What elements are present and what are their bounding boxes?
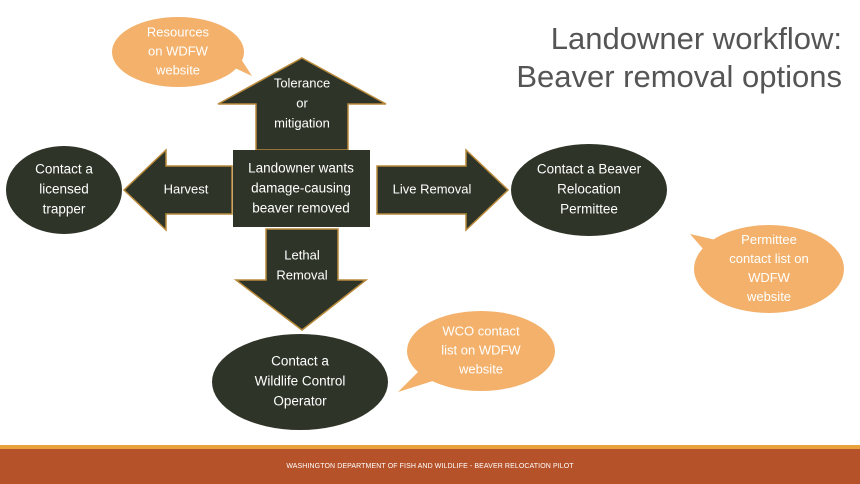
slide-title-line-1: Landowner workflow: <box>550 21 842 56</box>
arrow-up-label: Tolerance or mitigation <box>274 75 330 130</box>
callout-resources-text-line-3: website <box>155 62 200 77</box>
callout-resources-text: Resources on WDFW website <box>147 24 210 77</box>
outcome-trapper-shape <box>6 146 122 234</box>
callout-resources-text-line-1: Resources <box>147 24 210 39</box>
arrow-right-shape <box>376 148 510 232</box>
callout-wco-list-text-line-1: WCO contact <box>442 323 520 338</box>
center-box-text: Landowner wants damage-causing beaver remo… <box>248 161 354 216</box>
arrow-up-label-line-2: or <box>296 95 308 110</box>
callout-permittee-list-text-line-1: Permittee <box>741 232 797 247</box>
slide-title-line-2: Beaver removal options <box>516 59 842 94</box>
outcome-operator-text-line-1: Contact a <box>271 354 329 369</box>
arrow-left-label: Harvest <box>164 181 209 196</box>
outcome-trapper-text-line-2: licensed <box>39 182 89 197</box>
arrow-left-label-line-1: Harvest <box>164 181 209 196</box>
callout-wco-list-text: WCO contact list on WDFW website <box>441 323 521 376</box>
outcome-permittee-text-line-2: Relocation <box>557 182 621 197</box>
arrow-down-label-line-2: Removal <box>276 267 327 282</box>
center-box: Landowner wants damage-causing beaver remo… <box>233 150 370 227</box>
callout-resources: Resources on WDFW website <box>112 17 252 87</box>
outcome-permittee-shape <box>511 144 667 236</box>
center-box-text-line-2: damage-causing <box>251 181 351 196</box>
outcome-permittee-text-line-1: Contact a Beaver <box>537 162 642 177</box>
callout-resources-bubble <box>112 17 244 87</box>
arrow-right-live-removal: Live Removal <box>376 148 510 232</box>
callout-wco-list: WCO contact list on WDFW website <box>398 311 555 392</box>
footer-text: WASHINGTON DEPARTMENT OF FISH AND WILDLI… <box>286 463 574 470</box>
callout-resources-text-line-2: on WDFW <box>148 43 209 58</box>
arrow-right-label: Live Removal <box>393 181 472 196</box>
callout-wco-list-tail <box>398 369 436 392</box>
callout-permittee-list-text-line-2: contact list on <box>729 251 809 266</box>
arrow-left-shape <box>122 148 233 232</box>
footer-accent-line <box>0 445 860 449</box>
callout-wco-list-bubble <box>407 311 555 391</box>
footer-bar: WASHINGTON DEPARTMENT OF FISH AND WILDLI… <box>0 449 860 484</box>
outcome-operator-text-line-3: Operator <box>273 394 327 409</box>
slide-title: Landowner workflow: Beaver removal optio… <box>422 20 842 96</box>
arrow-left-harvest: Harvest <box>122 148 233 232</box>
arrow-right-label-line-1: Live Removal <box>393 181 472 196</box>
callout-permittee-list-bubble <box>694 225 844 313</box>
callout-permittee-list-text: Permittee contact list on WDFW website <box>729 232 809 304</box>
callout-permittee-list-tail <box>690 234 716 250</box>
arrow-up-label-line-3: mitigation <box>274 115 330 130</box>
callout-wco-list-text-line-2: list on WDFW <box>441 342 521 357</box>
callout-resources-tail <box>222 42 252 76</box>
arrow-up-label-line-1: Tolerance <box>274 75 330 90</box>
arrow-down-shape <box>233 228 369 331</box>
arrow-down-label-line-1: Lethal <box>284 247 320 262</box>
outcome-operator-shape <box>212 334 388 430</box>
outcome-trapper-text: Contact a licensed trapper <box>35 162 93 217</box>
outcome-permittee-text-line-3: Permittee <box>560 202 618 217</box>
callout-permittee-list-text-line-3: WDFW <box>748 270 791 285</box>
outcome-trapper-text-line-3: trapper <box>43 202 86 217</box>
outcome-operator-text-line-2: Wildlife Control <box>255 374 346 389</box>
callout-wco-list-text-line-3: website <box>458 361 503 376</box>
center-box-text-line-1: Landowner wants <box>248 161 354 176</box>
callout-permittee-list: Permittee contact list on WDFW website <box>690 225 844 313</box>
outcome-trapper-text-line-1: Contact a <box>35 162 93 177</box>
outcome-trapper: Contact a licensed trapper <box>6 146 122 234</box>
center-box-shape <box>233 150 370 227</box>
callout-permittee-list-text-line-4: website <box>746 289 791 304</box>
center-box-text-line-3: beaver removed <box>252 201 350 216</box>
